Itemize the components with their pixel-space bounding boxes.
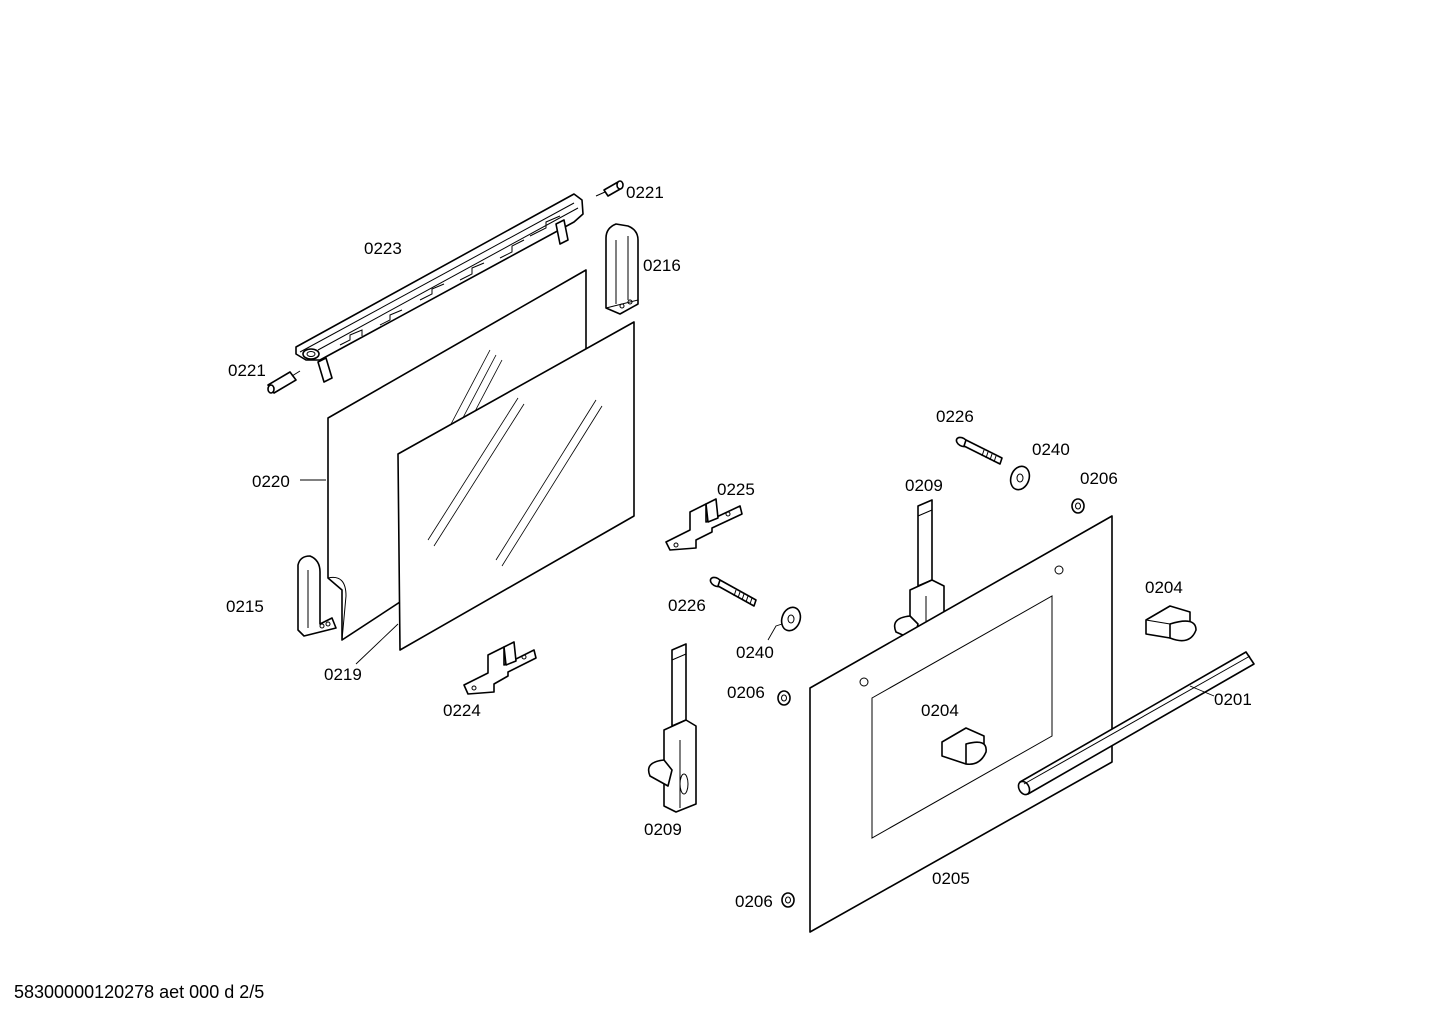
part-0204-handle-bracket-right xyxy=(1145,605,1197,642)
label-0225: 0225 xyxy=(717,480,755,499)
label-0226-top: 0226 xyxy=(936,407,974,426)
label-0215: 0215 xyxy=(226,597,264,616)
label-0220: 0220 xyxy=(252,472,290,491)
part-0240-washer-mid xyxy=(767,606,802,641)
label-0221-top: 0221 xyxy=(626,183,664,202)
leader-lines xyxy=(300,479,1215,697)
part-0223-trim-bar xyxy=(295,193,584,383)
part-0204-handle-bracket-center xyxy=(941,727,987,766)
part-labels: 0221 0223 0216 0221 0220 0215 0219 0224 … xyxy=(226,183,1252,911)
footer-code: 58300000120278 aet 000 d 2/5 xyxy=(14,982,264,1002)
label-0240-top: 0240 xyxy=(1032,440,1070,459)
label-0224: 0224 xyxy=(443,701,481,720)
label-0206-mid: 0206 xyxy=(727,683,765,702)
label-0219: 0219 xyxy=(324,665,362,684)
label-0206-top: 0206 xyxy=(1080,469,1118,488)
part-0225-clip xyxy=(665,498,743,551)
part-0206-nut-bottom xyxy=(781,892,795,908)
label-0205: 0205 xyxy=(932,869,970,888)
label-0201: 0201 xyxy=(1214,690,1252,709)
part-0206-nut-top xyxy=(1071,498,1085,514)
label-0223: 0223 xyxy=(364,239,402,258)
part-0226-bolt-top xyxy=(955,436,1003,465)
part-0215-bracket xyxy=(297,555,337,637)
part-0205-door-panel xyxy=(809,515,1113,933)
part-0216-bracket xyxy=(605,223,639,315)
label-0240-mid: 0240 xyxy=(736,643,774,662)
label-0209-mid: 0209 xyxy=(644,820,682,839)
part-0219-inner-glass xyxy=(397,321,635,651)
part-0226-bolt-mid xyxy=(709,576,757,607)
label-0226-mid: 0226 xyxy=(668,596,706,615)
part-0221-screw-top xyxy=(595,180,624,197)
label-0209-top: 0209 xyxy=(905,476,943,495)
label-0216: 0216 xyxy=(643,256,681,275)
part-0240-washer-top xyxy=(1009,465,1031,491)
part-0221-screw-left xyxy=(267,370,301,394)
label-0221-left: 0221 xyxy=(228,361,266,380)
label-0204-center: 0204 xyxy=(921,701,959,720)
part-0206-nut-mid xyxy=(777,690,791,706)
label-0204-right: 0204 xyxy=(1145,578,1183,597)
part-0209-hinge-lower xyxy=(647,643,697,813)
part-0224-clip xyxy=(463,641,537,695)
part-0201-handle-bar xyxy=(1017,651,1255,796)
label-0206-bottom: 0206 xyxy=(735,892,773,911)
